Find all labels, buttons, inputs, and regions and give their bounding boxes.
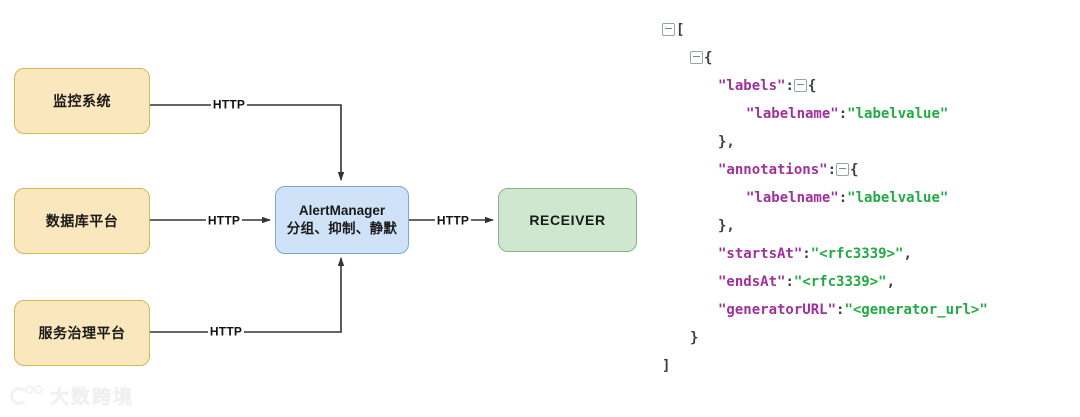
edge-monitoring-to-alertmanager xyxy=(150,104,345,181)
alertmanager-flow-diagram: 监控系统 数据库平台 服务治理平台 AlertManager 分组、抑制、静默 … xyxy=(14,68,637,366)
json-line: "endsAt":"<rfc3339>", xyxy=(648,268,1080,296)
json-punctuation: : xyxy=(785,274,794,290)
node-service-governance[interactable]: 服务治理平台 xyxy=(14,300,150,366)
json-key: "labelname" xyxy=(746,106,839,122)
json-key: "generatorURL" xyxy=(718,302,837,318)
collapse-icon[interactable] xyxy=(662,22,675,36)
json-key: "annotations" xyxy=(718,162,828,178)
json-line: }, xyxy=(648,212,1080,240)
node-database[interactable]: 数据库平台 xyxy=(14,188,150,254)
json-punctuation: : xyxy=(836,302,845,318)
node-monitoring-label: 监控系统 xyxy=(53,92,111,109)
json-punctuation: : xyxy=(838,190,848,206)
json-punctuation: : xyxy=(785,78,794,94)
alert-json-viewer: [{"labels":{"labelname":"labelvalue"},"a… xyxy=(648,0,1080,417)
json-line: "labelname":"labelvalue" xyxy=(648,184,1080,212)
json-line: "generatorURL":"<generator_url>" xyxy=(648,296,1080,324)
edge-servicegov-to-alertmanager xyxy=(150,257,345,333)
collapse-icon[interactable] xyxy=(690,50,703,64)
json-punctuation: , xyxy=(886,274,896,290)
node-database-label: 数据库平台 xyxy=(45,212,119,229)
json-punctuation: : xyxy=(827,162,837,178)
node-monitoring[interactable]: 监控系统 xyxy=(14,68,150,134)
json-punctuation: [ xyxy=(676,22,685,38)
json-key: "labelname" xyxy=(746,190,839,206)
json-line: "labels": { xyxy=(648,72,1080,100)
json-string-value: "<rfc3339>" xyxy=(793,274,887,290)
edge-label-monitoring-http: HTTP xyxy=(210,97,248,112)
json-line: "labelname":"labelvalue" xyxy=(648,100,1080,128)
node-receiver[interactable]: RECEIVER xyxy=(498,188,637,252)
node-receiver-label: RECEIVER xyxy=(529,211,606,228)
node-alertmanager-label: AlertManager xyxy=(298,202,386,218)
json-punctuation: { xyxy=(850,162,859,178)
json-string-value: "labelvalue" xyxy=(847,190,949,206)
json-key: "startsAt" xyxy=(718,246,803,262)
json-line: [ xyxy=(648,16,1080,44)
json-line: { xyxy=(648,44,1080,72)
collapse-icon[interactable] xyxy=(836,162,850,176)
json-punctuation: { xyxy=(807,78,817,94)
json-punctuation: : xyxy=(838,106,848,122)
json-punctuation: } xyxy=(690,330,699,346)
node-alertmanager[interactable]: AlertManager 分组、抑制、静默 xyxy=(275,186,409,254)
json-line: ] xyxy=(648,352,1080,380)
json-punctuation: }, xyxy=(718,134,735,150)
json-punctuation: ] xyxy=(662,358,671,374)
json-punctuation: , xyxy=(903,246,912,262)
json-string-value: "<rfc3339>" xyxy=(810,246,904,262)
json-line: "startsAt":"<rfc3339>", xyxy=(648,240,1080,268)
edge-label-receiver-http: HTTP xyxy=(434,213,472,228)
json-key: "labels" xyxy=(718,78,786,94)
collapse-icon[interactable] xyxy=(793,78,807,92)
json-punctuation: : xyxy=(802,246,811,262)
edge-label-servicegov-http: HTTP xyxy=(207,324,245,339)
json-string-value: "labelvalue" xyxy=(847,106,949,122)
json-punctuation: }, xyxy=(718,218,735,234)
json-key: "endsAt" xyxy=(718,274,786,290)
edge-label-database-http: HTTP xyxy=(205,213,243,228)
node-alertmanager-sublabel: 分组、抑制、静默 xyxy=(286,221,398,236)
json-line: } xyxy=(648,324,1080,352)
json-string-value: "<generator_url>" xyxy=(844,302,988,318)
json-line: }, xyxy=(648,128,1080,156)
json-punctuation: { xyxy=(704,50,713,66)
node-service-governance-label: 服务治理平台 xyxy=(38,324,126,341)
json-line: "annotations": { xyxy=(648,156,1080,184)
